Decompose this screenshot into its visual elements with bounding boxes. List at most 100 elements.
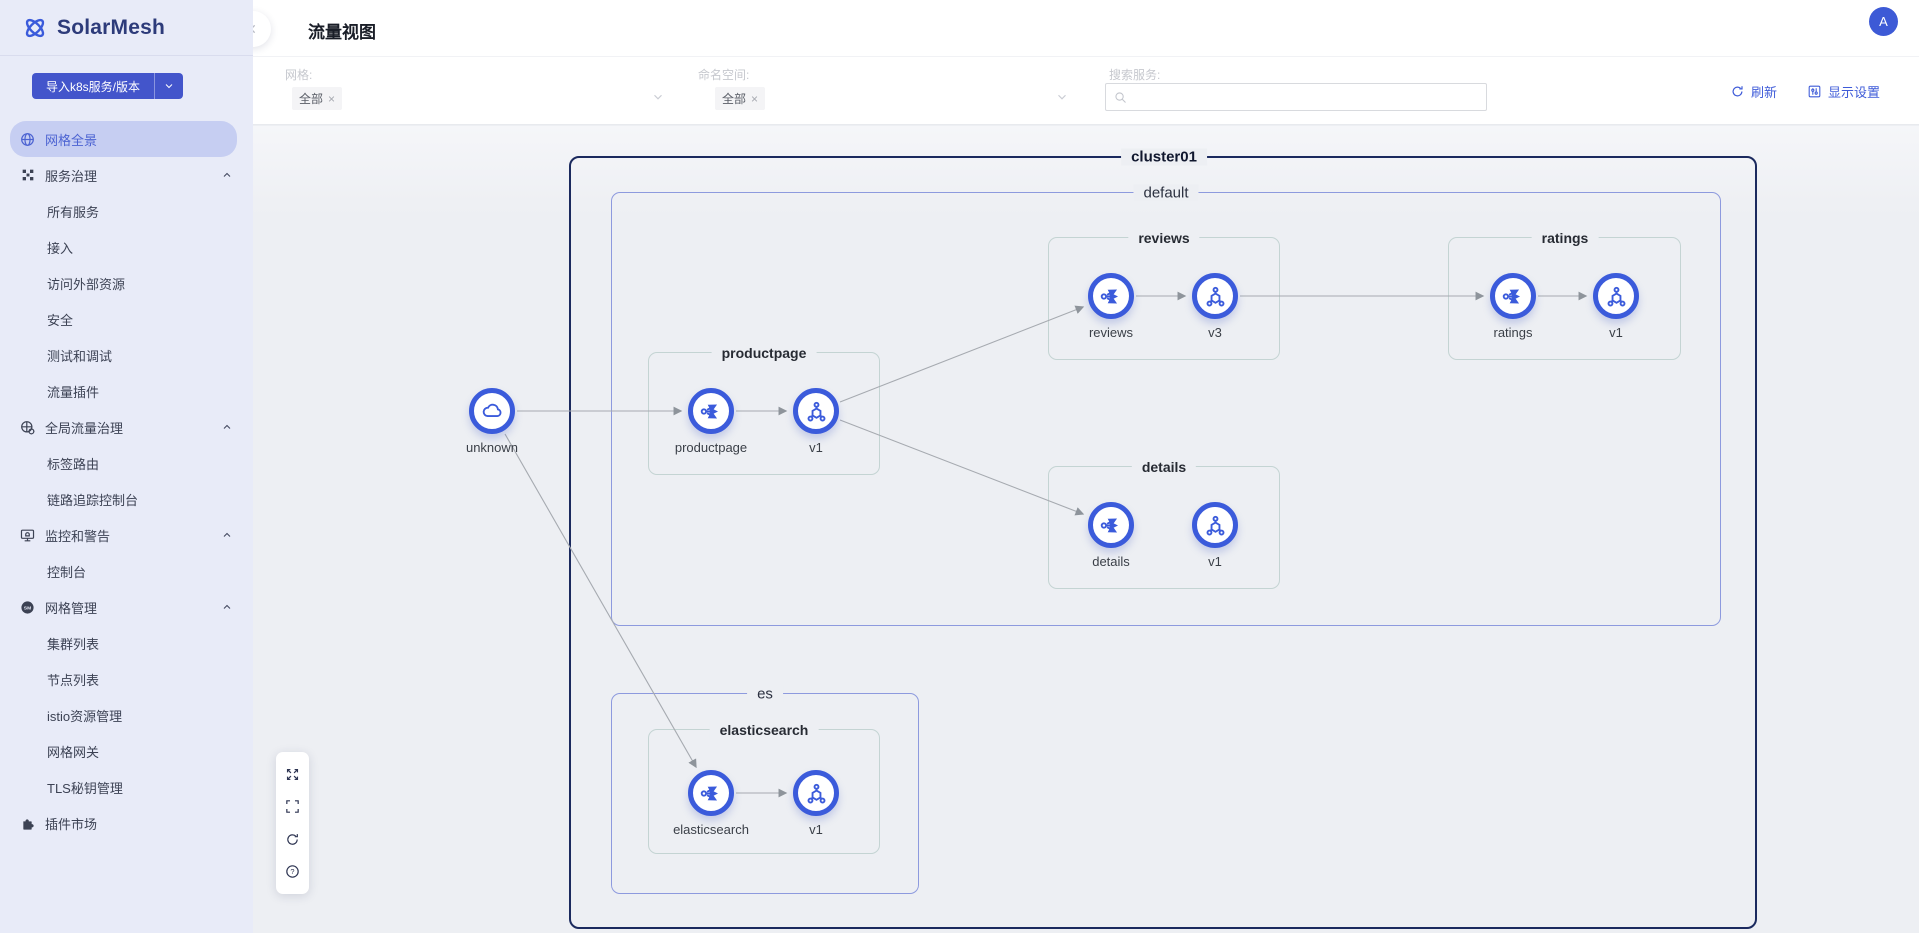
node-label-elasticsearch: elasticsearch	[673, 822, 749, 837]
node-elasticsearch[interactable]	[688, 770, 734, 816]
display-settings-label: 显示设置	[1827, 84, 1880, 100]
sidebar-item-cluster-list[interactable]: 集群列表	[0, 625, 253, 661]
help-icon[interactable]	[284, 863, 301, 880]
sidebar-item-label: 访问外部资源	[47, 276, 126, 292]
node-productpage-v1[interactable]	[793, 388, 839, 434]
fullscreen-icon[interactable]	[284, 798, 301, 815]
namespace-filter-tag[interactable]: 全部 ×	[715, 87, 766, 110]
sidebar-nav: 网格全景 服务治理 所有服务 接入 访问外部资源 安全 测试和调试	[0, 121, 253, 841]
sidebar-item-label: istio资源管理	[47, 708, 123, 724]
sidebar-item-label: 插件市场	[45, 816, 98, 832]
node-elasticsearch-v1[interactable]	[793, 770, 839, 816]
import-k8s-label[interactable]: 导入k8s服务/版本	[32, 73, 155, 99]
sidebar-item-label: 控制台	[47, 564, 87, 580]
edge-v1-reviews	[839, 305, 1085, 403]
chevron-down-icon	[163, 80, 175, 92]
sidebar-item-all-services[interactable]: 所有服务	[0, 193, 253, 229]
sidebar-item-mesh-overview[interactable]: 网格全景	[10, 121, 237, 157]
user-avatar[interactable]: A	[1869, 7, 1898, 36]
service-route-icon	[1490, 273, 1536, 319]
group-details-label: details	[1131, 459, 1197, 475]
reload-icon[interactable]	[284, 831, 301, 848]
node-ratings[interactable]	[1490, 273, 1536, 319]
edge-layer	[504, 291, 1588, 798]
sidebar-item-label: 网格网关	[47, 744, 100, 760]
sidebar-item-label: 安全	[47, 312, 74, 328]
chevron-up-icon[interactable]	[221, 169, 233, 181]
mesh-filter-label: 网格:	[285, 68, 313, 82]
app-name: SolarMesh	[57, 15, 165, 39]
chevron-down-icon[interactable]	[651, 90, 665, 104]
node-unknown[interactable]	[469, 388, 515, 434]
sidebar-item-monitoring[interactable]: 监控和警告	[0, 517, 253, 553]
sidebar-item-label: 网格全景	[45, 132, 98, 148]
close-icon[interactable]: ×	[328, 91, 336, 106]
sidebar-item-label: 流量插件	[47, 384, 100, 400]
node-reviews-v3[interactable]	[1192, 273, 1238, 319]
namespace-default-label: default	[1133, 184, 1199, 202]
sidebar-item-label: 所有服务	[47, 204, 100, 220]
display-settings-icon	[1807, 84, 1822, 99]
refresh-button[interactable]: 刷新	[1730, 82, 1777, 101]
sidebar-item-label: 链路追踪控制台	[47, 492, 139, 508]
sidebar-item-plugin-market[interactable]: 插件市场	[0, 805, 253, 841]
sidebar-item-service-governance[interactable]: 服务治理	[0, 157, 253, 193]
sidebar-item-access[interactable]: 接入	[0, 229, 253, 265]
sidebar-item-test-debug[interactable]: 测试和调试	[0, 337, 253, 373]
version-icon	[1593, 273, 1639, 319]
group-reviews-label: reviews	[1128, 230, 1200, 246]
import-k8s-button[interactable]: 导入k8s服务/版本	[32, 73, 183, 99]
display-settings-button[interactable]: 显示设置	[1807, 82, 1880, 101]
service-route-icon	[1088, 273, 1134, 319]
node-reviews[interactable]	[1088, 273, 1134, 319]
mesh-filter-tag[interactable]: 全部 ×	[292, 87, 343, 110]
sm-badge-icon	[19, 599, 36, 616]
chevron-up-icon[interactable]	[221, 601, 233, 613]
node-details-v1[interactable]	[1192, 502, 1238, 548]
page-header: 流量视图 A	[235, 0, 1919, 57]
sidebar-item-label: 节点列表	[47, 672, 100, 688]
search-service-box[interactable]	[1105, 83, 1487, 111]
version-icon	[793, 388, 839, 434]
sidebar-item-label: TLS秘钥管理	[47, 780, 123, 796]
sidebar-item-console[interactable]: 控制台	[0, 553, 253, 589]
chevron-down-icon[interactable]	[1055, 90, 1069, 104]
import-dropdown-button[interactable]	[155, 73, 183, 99]
cluster-label: cluster01	[1121, 148, 1207, 166]
sidebar-item-node-list[interactable]: 节点列表	[0, 661, 253, 697]
node-productpage[interactable]	[688, 388, 734, 434]
sidebar-item-tracing-console[interactable]: 链路追踪控制台	[0, 481, 253, 517]
sidebar-item-tls-keys[interactable]: TLS秘钥管理	[0, 769, 253, 805]
node-label-elasticsearch-v1: v1	[809, 822, 823, 837]
sidebar-item-security[interactable]: 安全	[0, 301, 253, 337]
namespace-filter-label: 命名空间:	[698, 68, 750, 82]
sidebar-item-label: 全局流量治理	[45, 420, 124, 436]
node-ratings-v1[interactable]	[1593, 273, 1639, 319]
search-input[interactable]	[1133, 84, 1486, 110]
globe-icon	[19, 131, 36, 148]
solarmesh-logo-icon	[22, 15, 48, 41]
sidebar-item-traffic-plugin[interactable]: 流量插件	[0, 373, 253, 409]
sidebar-item-global-traffic[interactable]: 全局流量治理	[0, 409, 253, 445]
refresh-icon	[1730, 84, 1745, 99]
sidebar-item-external-resources[interactable]: 访问外部资源	[0, 265, 253, 301]
chevron-up-icon[interactable]	[221, 529, 233, 541]
sidebar-item-mesh-management[interactable]: 网格管理	[0, 589, 253, 625]
sidebar-item-label-routing[interactable]: 标签路由	[0, 445, 253, 481]
expand-icon[interactable]	[284, 766, 301, 783]
close-icon[interactable]: ×	[751, 91, 759, 106]
puzzle-icon	[19, 815, 36, 832]
node-label-unknown: unknown	[465, 440, 519, 455]
topology-canvas[interactable]: cluster01 default es reviews ratings pro…	[253, 126, 1919, 933]
sidebar-item-mesh-gateway[interactable]: 网格网关	[0, 733, 253, 769]
search-icon	[1113, 90, 1128, 105]
service-route-icon	[1088, 502, 1134, 548]
namespace-filter-value: 全部	[722, 92, 747, 106]
node-label-reviews: reviews	[1088, 325, 1134, 340]
canvas-toolbar	[276, 752, 309, 894]
chevron-up-icon[interactable]	[221, 421, 233, 433]
node-details[interactable]	[1088, 502, 1134, 548]
sidebar-item-istio-resources[interactable]: istio资源管理	[0, 697, 253, 733]
app-logo: SolarMesh	[0, 0, 253, 56]
